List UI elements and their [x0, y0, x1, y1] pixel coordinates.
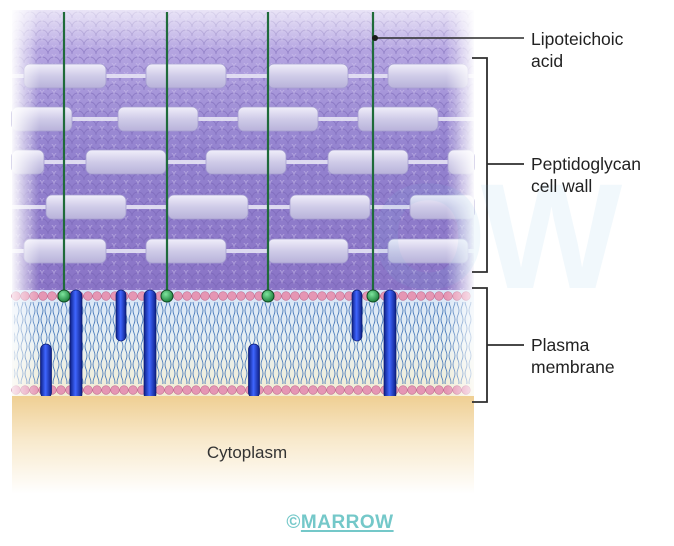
cytoplasm-label: Cytoplasm [206, 443, 288, 462]
lipoteichoic-acid-strands [57, 12, 380, 303]
peptidoglycan-bracket [472, 57, 524, 273]
lipoteichoic-pointer-dot [372, 35, 378, 41]
peptidoglycan-layer [11, 10, 475, 292]
plasma-membrane-layer [11, 289, 474, 401]
lipoteichoic-label-line1: Lipoteichoic [531, 29, 624, 49]
copyright-symbol: © [286, 512, 301, 533]
lipoteichoic-anchor-node [160, 289, 174, 303]
lipoteichoic-acid-label: Lipoteichoic acid [531, 28, 623, 72]
lipoteichoic-anchor-node [366, 289, 380, 303]
plasma-label-line1: Plasma [531, 335, 590, 355]
lipoteichoic-anchor-node [57, 289, 71, 303]
peptidoglycan-label-line1: Peptidoglycan [531, 154, 641, 174]
plasma-membrane-label: Plasma membrane [531, 334, 615, 378]
plasma-membrane-bracket [472, 287, 524, 403]
plasma-label-line2: membrane [531, 357, 615, 377]
marrow-watermark: ©MARROW [265, 512, 415, 534]
peptidoglycan-label-line2: cell wall [531, 176, 593, 196]
cytoplasm-region [12, 396, 474, 494]
peptidoglycan-label: Peptidoglycan cell wall [531, 153, 641, 197]
lipoteichoic-anchor-node [261, 289, 275, 303]
lipoteichoic-label-line2: acid [531, 51, 564, 71]
watermark-brand: MARROW [300, 512, 394, 533]
background-watermark: OW [370, 152, 622, 320]
